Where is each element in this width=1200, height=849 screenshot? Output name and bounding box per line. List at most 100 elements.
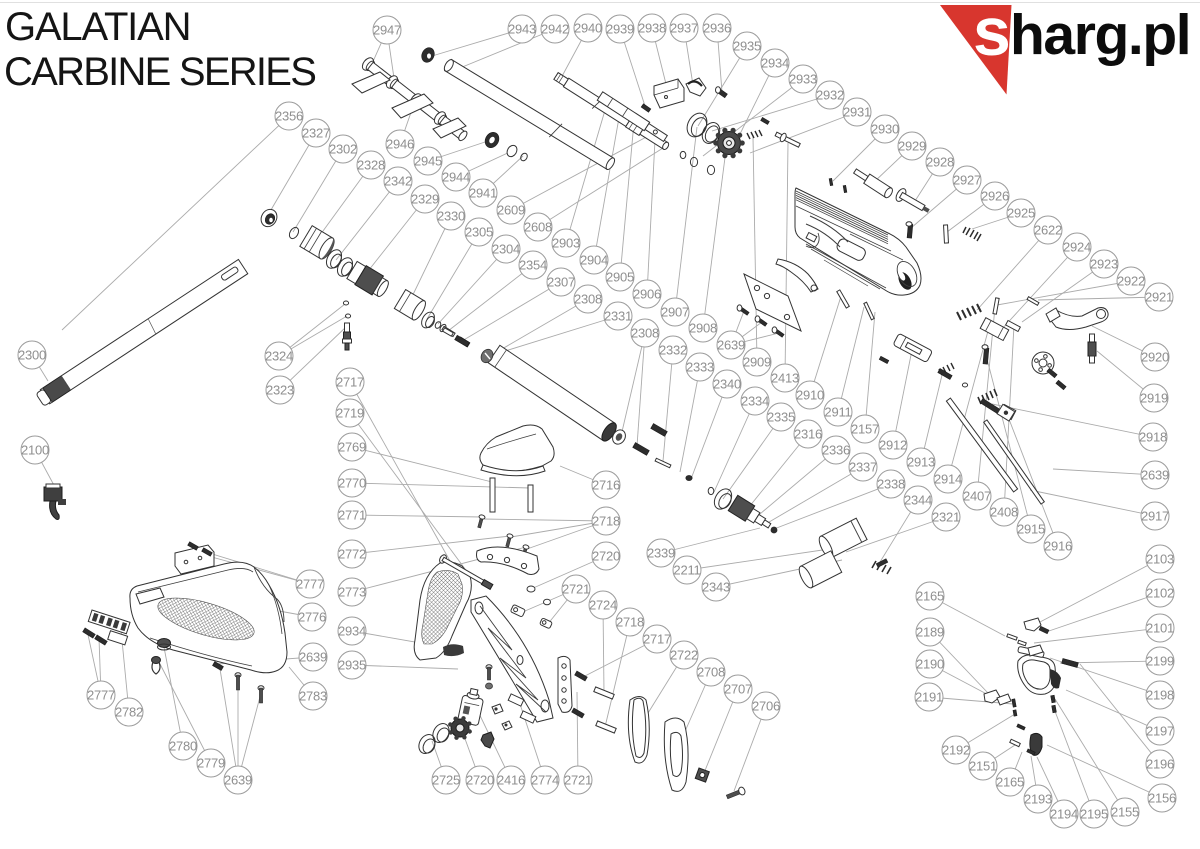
svg-text:2912: 2912 <box>879 437 907 452</box>
svg-text:2938: 2938 <box>638 20 666 35</box>
svg-text:2905: 2905 <box>606 269 634 284</box>
svg-text:2334: 2334 <box>741 393 769 408</box>
svg-text:2720: 2720 <box>466 772 494 787</box>
svg-text:2939: 2939 <box>606 21 634 36</box>
svg-text:2928: 2928 <box>926 154 954 169</box>
svg-text:2771: 2771 <box>338 507 366 522</box>
svg-text:2779: 2779 <box>197 755 225 770</box>
svg-text:2925: 2925 <box>1007 205 1035 220</box>
svg-text:2165: 2165 <box>916 588 944 603</box>
svg-text:2338: 2338 <box>877 476 905 491</box>
svg-text:2708: 2708 <box>697 664 725 679</box>
svg-text:2783: 2783 <box>299 688 327 703</box>
svg-text:2924: 2924 <box>1063 239 1091 254</box>
svg-text:2195: 2195 <box>1080 806 1108 821</box>
svg-text:2947: 2947 <box>373 22 401 37</box>
svg-text:2911: 2911 <box>824 404 851 419</box>
svg-text:2101: 2101 <box>1146 620 1174 635</box>
svg-text:2304: 2304 <box>492 241 520 256</box>
svg-text:2946: 2946 <box>386 136 414 151</box>
svg-text:2719: 2719 <box>336 405 364 420</box>
svg-text:2940: 2940 <box>574 20 602 35</box>
svg-text:2782: 2782 <box>115 704 143 719</box>
svg-text:2198: 2198 <box>1146 687 1174 702</box>
svg-text:2916: 2916 <box>1044 538 1072 553</box>
svg-text:2772: 2772 <box>338 546 366 561</box>
svg-text:2622: 2622 <box>1034 222 1062 237</box>
svg-text:2780: 2780 <box>169 738 197 753</box>
svg-text:2305: 2305 <box>465 224 493 239</box>
svg-text:2339: 2339 <box>647 545 675 560</box>
svg-text:2926: 2926 <box>981 188 1009 203</box>
svg-text:2333: 2333 <box>686 359 714 374</box>
svg-text:2608: 2608 <box>524 219 552 234</box>
svg-text:2706: 2706 <box>752 698 780 713</box>
svg-text:2102: 2102 <box>1146 585 1174 600</box>
svg-text:2100: 2100 <box>21 442 49 457</box>
svg-text:2335: 2335 <box>767 409 795 424</box>
svg-text:2909: 2909 <box>743 354 771 369</box>
svg-text:2329: 2329 <box>411 191 439 206</box>
svg-text:2609: 2609 <box>497 202 525 217</box>
svg-text:2945: 2945 <box>414 153 442 168</box>
svg-text:2942: 2942 <box>541 21 569 36</box>
svg-text:2330: 2330 <box>437 208 465 223</box>
svg-text:2907: 2907 <box>661 304 689 319</box>
svg-text:2308: 2308 <box>574 291 602 306</box>
svg-text:2718: 2718 <box>592 513 620 528</box>
svg-text:2337: 2337 <box>849 459 877 474</box>
svg-text:2324: 2324 <box>265 348 293 363</box>
svg-text:2408: 2408 <box>990 504 1018 519</box>
svg-text:2717: 2717 <box>643 631 671 646</box>
svg-text:2155: 2155 <box>1111 804 1139 819</box>
svg-text:2416: 2416 <box>497 772 525 787</box>
svg-text:2343: 2343 <box>702 579 730 594</box>
svg-text:2344: 2344 <box>904 492 932 507</box>
svg-text:2196: 2196 <box>1146 756 1174 771</box>
svg-text:2915: 2915 <box>1017 521 1045 536</box>
svg-text:2903: 2903 <box>552 235 580 250</box>
svg-text:2354: 2354 <box>519 257 547 272</box>
svg-text:2316: 2316 <box>794 426 822 441</box>
svg-text:2199: 2199 <box>1146 653 1174 668</box>
svg-text:2639: 2639 <box>1141 467 1169 482</box>
svg-text:2103: 2103 <box>1146 551 1174 566</box>
svg-text:2151: 2151 <box>969 758 997 773</box>
svg-text:2927: 2927 <box>953 172 981 187</box>
svg-text:harg.pl: harg.pl <box>1010 3 1190 67</box>
svg-text:2356: 2356 <box>275 108 303 123</box>
svg-text:2342: 2342 <box>384 173 412 188</box>
svg-text:2331: 2331 <box>604 308 632 323</box>
svg-text:2328: 2328 <box>357 157 385 172</box>
svg-text:2302: 2302 <box>329 141 357 156</box>
svg-text:2921: 2921 <box>1145 289 1173 304</box>
svg-text:2725: 2725 <box>432 772 460 787</box>
svg-text:2413: 2413 <box>771 370 799 385</box>
svg-text:2935: 2935 <box>338 657 366 672</box>
svg-text:2917: 2917 <box>1141 508 1169 523</box>
svg-text:2913: 2913 <box>907 454 935 469</box>
svg-text:2192: 2192 <box>942 742 970 757</box>
svg-text:2944: 2944 <box>442 169 470 184</box>
svg-text:2773: 2773 <box>338 584 366 599</box>
svg-text:2922: 2922 <box>1117 273 1145 288</box>
svg-text:2156: 2156 <box>1148 790 1176 805</box>
svg-text:2777: 2777 <box>87 687 115 702</box>
svg-text:2300: 2300 <box>18 347 46 362</box>
svg-text:2721: 2721 <box>562 581 590 596</box>
svg-text:2639: 2639 <box>299 649 327 664</box>
svg-text:2211: 2211 <box>673 562 700 577</box>
svg-text:CARBINE SERIES: CARBINE SERIES <box>4 50 315 94</box>
svg-text:2717: 2717 <box>336 374 364 389</box>
svg-text:2904: 2904 <box>580 252 608 267</box>
svg-text:s: s <box>973 0 1011 70</box>
svg-text:2918: 2918 <box>1139 429 1167 444</box>
svg-text:2307: 2307 <box>547 274 575 289</box>
svg-text:2774: 2774 <box>531 772 559 787</box>
svg-text:2777: 2777 <box>296 576 324 591</box>
svg-text:2935: 2935 <box>733 38 761 53</box>
svg-text:2937: 2937 <box>670 20 698 35</box>
svg-text:2914: 2914 <box>934 471 962 486</box>
svg-text:2720: 2720 <box>592 548 620 563</box>
svg-text:2908: 2908 <box>689 320 717 335</box>
